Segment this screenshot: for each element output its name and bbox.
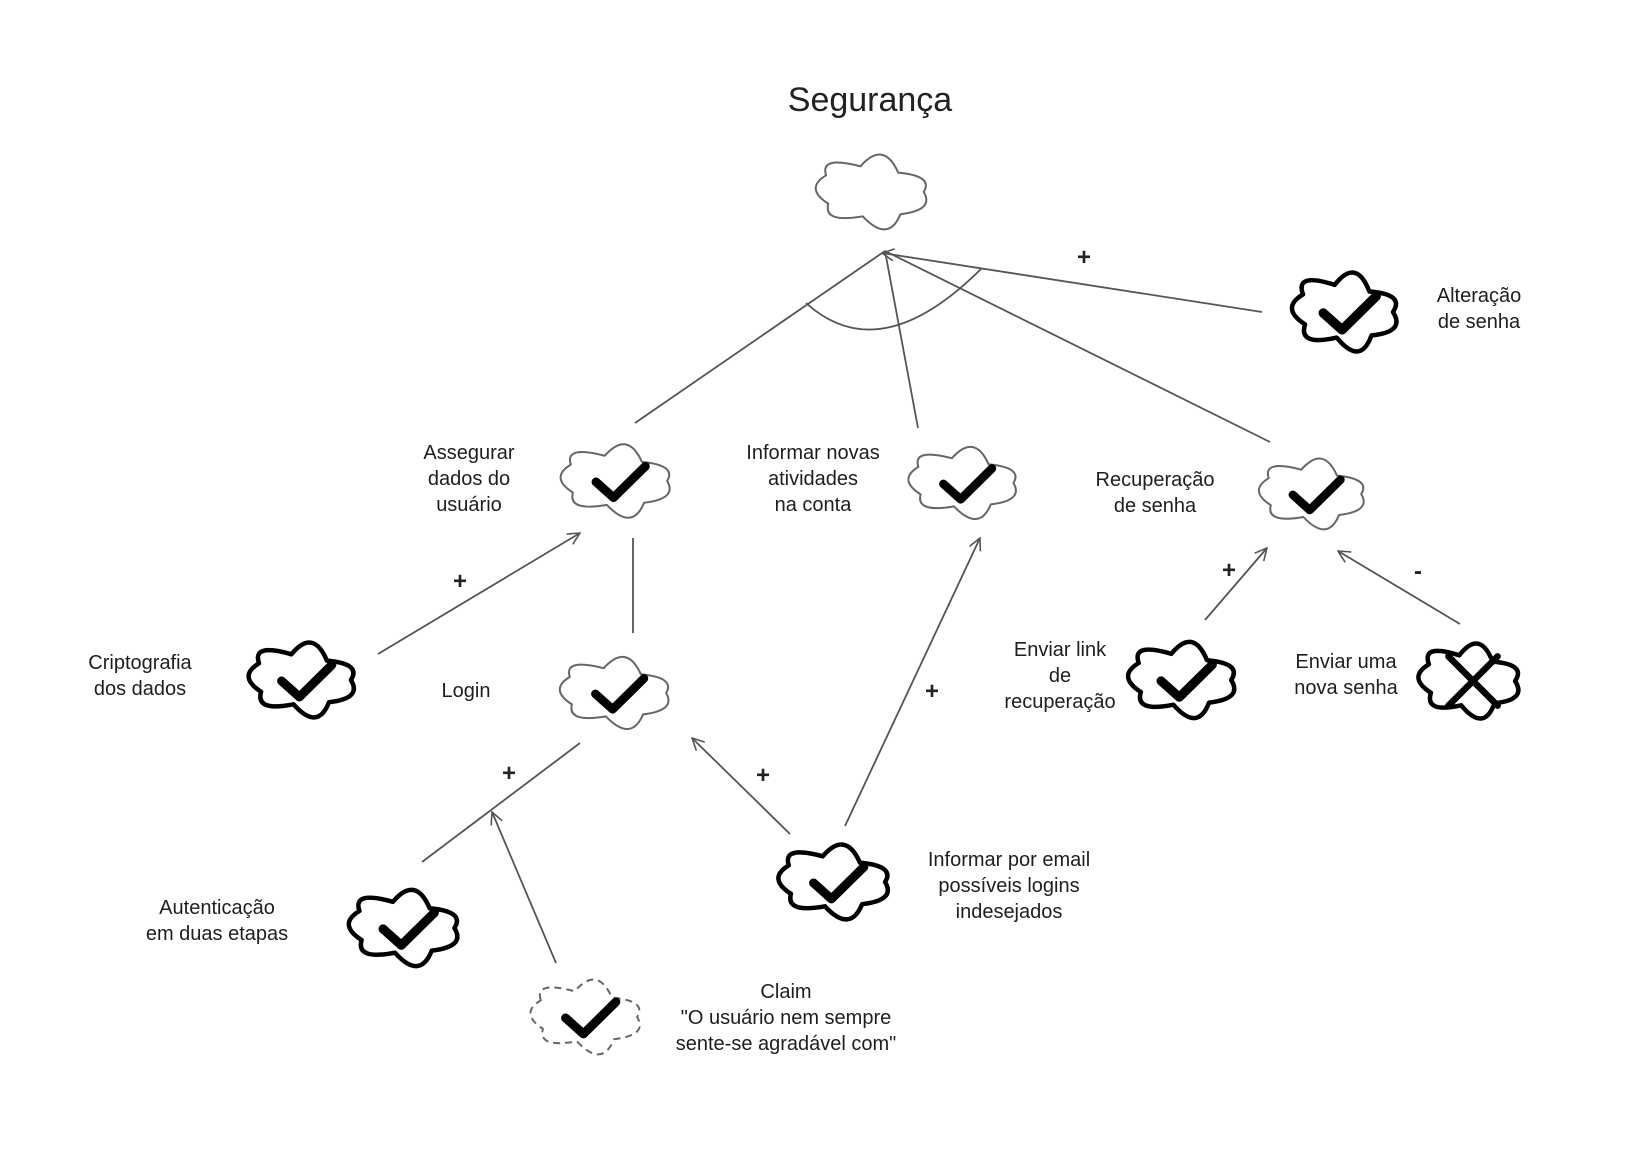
- node-claim: [529, 978, 641, 1056]
- cloud-shape: [1257, 457, 1365, 531]
- cloud-shape: [907, 446, 1017, 520]
- link-informar-novas-to-root: [884, 250, 919, 429]
- label-criptografia: Criptografia dos dados: [88, 652, 192, 700]
- node-criptografia: [246, 640, 357, 720]
- cloud-shape: [559, 443, 671, 519]
- sign-enviar-link: +: [1221, 557, 1237, 584]
- label-enviar-link: Enviar link de recuperação: [1004, 639, 1116, 713]
- link-autenticacao-to-login: [421, 742, 581, 863]
- check-icon: [809, 862, 869, 904]
- node-enviar-link: [1125, 639, 1237, 721]
- cloud-shape: [346, 887, 460, 969]
- label-informar-novas: Informar novas atividades na conta: [746, 442, 880, 516]
- label-login: Login: [441, 680, 491, 702]
- node-recuperacao: [1257, 457, 1365, 531]
- label-alteracao: Alteração de senha: [1436, 285, 1522, 333]
- sign-enviar-nova: -: [1414, 558, 1422, 585]
- check-icon: [591, 674, 649, 714]
- check-icon: [1156, 660, 1217, 702]
- cloud-shape: [1289, 270, 1399, 354]
- cloud-shape: [776, 842, 891, 922]
- node-root: [814, 153, 928, 231]
- node-informar-novas: [907, 446, 1017, 520]
- links-layer: [377, 250, 1461, 964]
- node-alteracao: [1289, 270, 1399, 354]
- node-assegurar: [559, 443, 671, 519]
- sign-alteracao: +: [1076, 244, 1092, 271]
- link-criptografia-to-assegurar: [377, 533, 580, 655]
- node-enviar-nova: [1416, 641, 1521, 721]
- check-icon: [939, 464, 997, 504]
- cross-icon: [1445, 653, 1501, 709]
- sign-criptografia: +: [452, 568, 468, 595]
- node-login: [558, 656, 670, 730]
- cloud-shape: [558, 656, 670, 730]
- label-informar-email: Informar por email possíveis logins inde…: [927, 849, 1091, 923]
- link-enviar-nova-to-recuperacao: [1338, 551, 1461, 625]
- sign-autenticacao: +: [501, 760, 517, 787]
- nodes-layer: [246, 153, 1521, 1056]
- link-assegurar-to-root: [634, 250, 886, 424]
- node-autenticacao: [346, 887, 460, 969]
- link-claim-to-autenticacao-link: [492, 812, 557, 964]
- cloud-shape: [246, 640, 357, 720]
- check-icon: [277, 660, 337, 702]
- link-informar-email-to-informar-novas: [844, 538, 980, 827]
- diagram-title: Segurança: [787, 81, 953, 119]
- label-recuperacao: Recuperação de senha: [1095, 469, 1215, 517]
- cloud-shape: [814, 153, 928, 231]
- node-informar-email: [776, 842, 891, 922]
- sign-informar-email-login: +: [755, 762, 771, 789]
- check-icon: [1318, 291, 1381, 335]
- check-icon: [378, 908, 439, 950]
- link-alteracao-to-root: [882, 253, 1263, 313]
- sign-informar-email-novas: +: [924, 678, 940, 705]
- check-icon: [1288, 475, 1345, 515]
- cloud-shape: [1416, 641, 1521, 721]
- cloud-shape: [529, 978, 641, 1056]
- and-decomposition-arc: [805, 267, 983, 331]
- check-icon: [561, 997, 621, 1039]
- link-enviar-link-to-recuperacao: [1204, 548, 1267, 621]
- label-enviar-nova: Enviar uma nova senha: [1294, 651, 1398, 699]
- link-recuperacao-to-root: [884, 250, 1271, 443]
- label-autenticacao: Autenticação em duas etapas: [145, 897, 289, 945]
- label-assegurar: Assegurar dados do usuário: [423, 442, 515, 516]
- check-icon: [591, 461, 650, 503]
- cloud-shape: [1125, 639, 1237, 721]
- label-claim: Claim "O usuário nem sempre sente-se agr…: [675, 981, 897, 1055]
- link-informar-email-to-login: [692, 738, 791, 835]
